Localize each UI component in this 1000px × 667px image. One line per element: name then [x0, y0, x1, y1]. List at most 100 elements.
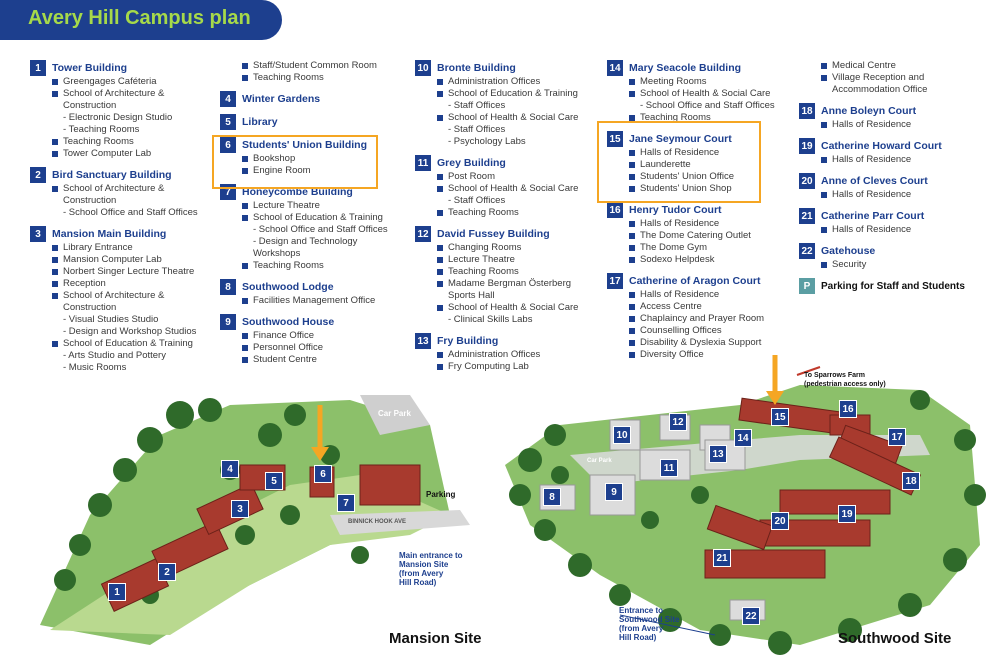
- mansion-marker: 3: [231, 500, 249, 518]
- building-facility: - Design and Workshop Studios: [63, 326, 197, 337]
- mansion-site-label: Mansion Site: [389, 630, 482, 647]
- building-name: Anne Boleyn Court: [821, 105, 917, 117]
- building-facility: Teaching Rooms: [242, 260, 410, 272]
- building-number: 4: [220, 91, 236, 107]
- building-facility: Access Centre: [629, 301, 797, 313]
- mansion-marker: 2: [158, 563, 176, 581]
- building-facility: Construction: [63, 195, 117, 206]
- southwood-marker: 15: [771, 408, 789, 426]
- building-facility: Changing Rooms: [437, 242, 605, 254]
- building-facility: - School Office and Staff Offices: [63, 207, 198, 218]
- mansion-carpark-label: Car Park: [378, 409, 411, 418]
- building-facility: - School Office and Staff Offices: [640, 100, 775, 111]
- southwood-marker: 22: [742, 607, 760, 625]
- building-name: Gatehouse: [821, 245, 876, 257]
- building-facility: Students' Union Office: [629, 171, 797, 183]
- building-facility: Workshops: [253, 248, 301, 259]
- building-name: Southwood House: [242, 316, 335, 328]
- building-name: Anne of Cleves Court: [821, 175, 928, 187]
- building-facility: Students' Union Shop: [629, 183, 797, 195]
- mansion-marker: 7: [337, 494, 355, 512]
- building-facility: School of Architecture &: [52, 183, 220, 195]
- building-number: 12: [415, 226, 431, 242]
- building-facility: School of Architecture &: [52, 290, 220, 302]
- sparrows-farm-note: To Sparrows Farm(pedestrian access only): [804, 372, 886, 388]
- building-facility: Diversity Office: [629, 349, 797, 361]
- building-facility: - Design and Technology: [253, 236, 358, 247]
- building-facility: Sodexo Helpdesk: [629, 254, 797, 266]
- building-facility: Halls of Residence: [821, 154, 989, 166]
- building-name: Honeycombe Building: [242, 186, 353, 198]
- building-number: 6: [220, 137, 236, 153]
- building-facility: Halls of Residence: [629, 147, 797, 159]
- southwood-marker: 13: [709, 445, 727, 463]
- mansion-parking-label: Parking: [426, 490, 456, 499]
- building-facility: Halls of Residence: [629, 289, 797, 301]
- building-number: 10: [415, 60, 431, 76]
- building-facility: Disability & Dyslexia Support: [629, 337, 797, 349]
- building-number: 9: [220, 314, 236, 330]
- building-facility: Security: [821, 259, 989, 271]
- southwood-marker: 21: [713, 549, 731, 567]
- building-name: Southwood Lodge: [242, 281, 334, 293]
- building-facility: Library Entrance: [52, 242, 220, 254]
- building-facility: School of Education & Training: [242, 212, 410, 224]
- building-facility: Teaching Rooms: [52, 136, 220, 148]
- southwood-marker: 16: [839, 400, 857, 418]
- building-facility: Teaching Rooms: [437, 266, 605, 278]
- page-title: Avery Hill Campus plan: [28, 7, 251, 29]
- building-facility: - School Office and Staff Offices: [253, 224, 388, 235]
- building-facility: - Arts Studio and Pottery: [63, 350, 166, 361]
- title-banner: Avery Hill Campus plan: [0, 0, 282, 40]
- building-name: Catherine Howard Court: [821, 140, 942, 152]
- building-facility: Lecture Theatre: [437, 254, 605, 266]
- building-facility: Reception: [52, 278, 220, 290]
- building-facility: - Electronic Design Studio: [63, 112, 173, 123]
- building-facility: Bookshop: [242, 153, 410, 165]
- mansion-road-label: BINNICK HOOK AVE: [348, 519, 407, 525]
- building-facility: Personnel Office: [242, 342, 410, 354]
- building-facility: Madame Bergman Österberg: [437, 278, 605, 290]
- building-facility: School of Education & Training: [52, 338, 220, 350]
- building-name: Henry Tudor Court: [629, 204, 722, 216]
- building-facility: School of Education & Training: [437, 88, 605, 100]
- building-facility: Meeting Rooms: [629, 76, 797, 88]
- parking-icon: P: [799, 278, 815, 294]
- building-facility: - Staff Offices: [448, 124, 506, 135]
- building-facility: School of Health & Social Care: [437, 183, 605, 195]
- building-name: Library: [242, 116, 278, 128]
- southwood-site-label: Southwood Site: [838, 630, 952, 647]
- building-facility: - Staff Offices: [448, 100, 506, 111]
- building-facility: Student Centre: [242, 354, 410, 366]
- building-facility: Administration Offices: [437, 76, 605, 88]
- building-name: Catherine Parr Court: [821, 210, 925, 222]
- mansion-marker: 6: [314, 465, 332, 483]
- southwood-marker: 20: [771, 512, 789, 530]
- highlight-students-union: [212, 135, 378, 189]
- southwood-carpark-label: Car Park: [587, 458, 612, 464]
- building-facility: Norbert Singer Lecture Theatre: [52, 266, 220, 278]
